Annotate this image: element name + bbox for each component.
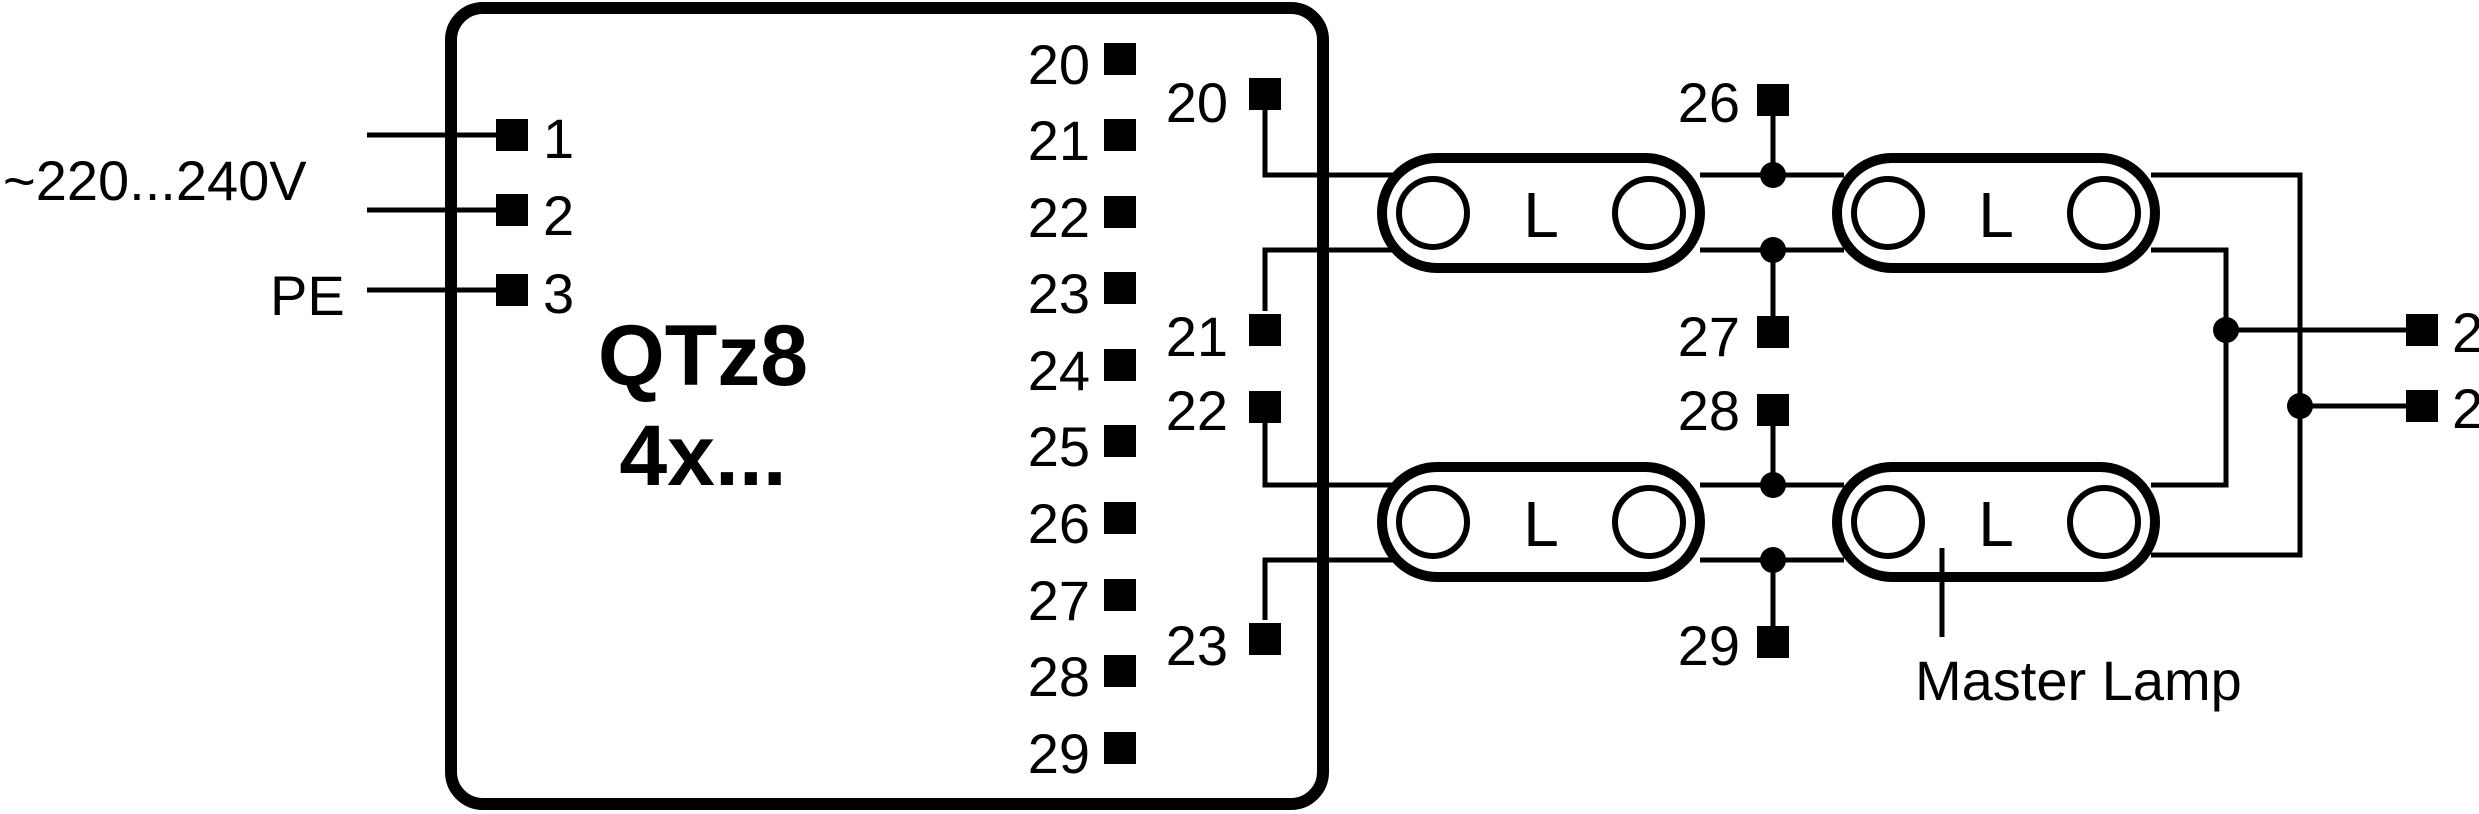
wire-label-26: 26	[1678, 71, 1740, 134]
ext-terminal-27	[1757, 316, 1789, 348]
external-terminals	[1249, 78, 2438, 658]
out-terminal-label-22: 22	[1028, 186, 1090, 249]
output-terminal-block: 20 21 22 23 24 25 26 27 28 29	[1028, 33, 1136, 785]
out-terminal-23	[1104, 272, 1136, 304]
out-terminal-20	[1104, 43, 1136, 75]
out-terminal-label-20: 20	[1028, 33, 1090, 96]
out-terminal-label-27: 27	[1028, 569, 1090, 632]
ext-terminal-26	[1757, 84, 1789, 116]
ext-terminal-28	[1757, 394, 1789, 426]
terminal-label-1: 1	[543, 107, 574, 170]
ballast-housing	[445, 2, 1329, 810]
lamp-letter: L	[1978, 488, 2014, 560]
ext-terminal-29	[1757, 626, 1789, 658]
out-terminal-label-26: 26	[1028, 492, 1090, 555]
wire-label-20: 20	[1166, 71, 1228, 134]
wire-label-29: 29	[1678, 614, 1740, 677]
terminal-3	[496, 274, 528, 306]
terminal-label-3: 3	[543, 262, 574, 325]
out-terminal-label-24: 24	[1028, 339, 1090, 402]
ext-terminal-22	[1249, 391, 1281, 423]
ext-terminal-21	[1249, 314, 1281, 346]
out-terminal-label-29: 29	[1028, 722, 1090, 785]
wire-label-25: 25	[2452, 377, 2479, 440]
lamp-2: L	[1832, 153, 2160, 273]
terminal-1	[496, 119, 528, 151]
out-terminal-25	[1104, 425, 1136, 457]
ext-terminal-20	[1249, 78, 1281, 110]
lamp-1: L	[1377, 153, 1705, 273]
wire-label-27: 27	[1678, 305, 1740, 368]
out-terminal-28	[1104, 655, 1136, 687]
out-terminal-label-25: 25	[1028, 415, 1090, 478]
wire-label-23: 23	[1166, 614, 1228, 677]
lamp-letter: L	[1523, 488, 1559, 560]
out-terminal-21	[1104, 119, 1136, 151]
ext-terminal-24	[2406, 314, 2438, 346]
device-model: QTz8	[598, 308, 808, 404]
out-terminal-29	[1104, 732, 1136, 764]
wire-label-21: 21	[1166, 305, 1228, 368]
out-terminal-label-23: 23	[1028, 262, 1090, 325]
out-terminal-label-28: 28	[1028, 645, 1090, 708]
out-terminal-26	[1104, 502, 1136, 534]
wire-label-24: 24	[2452, 301, 2479, 364]
out-terminal-27	[1104, 579, 1136, 611]
wire-label-28: 28	[1678, 379, 1740, 442]
lamp-3: L	[1377, 462, 1705, 582]
supply-voltage-label: ~220...240V	[3, 149, 307, 212]
junction-dots	[1760, 162, 2313, 573]
master-lamp-label: Master Lamp	[1915, 649, 2242, 712]
out-terminal-22	[1104, 196, 1136, 228]
terminal-label-2: 2	[543, 184, 574, 247]
ext-terminal-25	[2406, 390, 2438, 422]
wire-label-22: 22	[1166, 379, 1228, 442]
pe-label: PE	[270, 264, 345, 327]
lamp-letter: L	[1978, 179, 2014, 251]
out-terminal-label-21: 21	[1028, 109, 1090, 172]
ext-terminal-23	[1249, 623, 1281, 655]
device-variant: 4x...	[619, 408, 786, 504]
lamp-4-master: L	[1832, 462, 2160, 582]
lamp-letter: L	[1523, 179, 1559, 251]
out-terminal-24	[1104, 349, 1136, 381]
terminal-2	[496, 194, 528, 226]
